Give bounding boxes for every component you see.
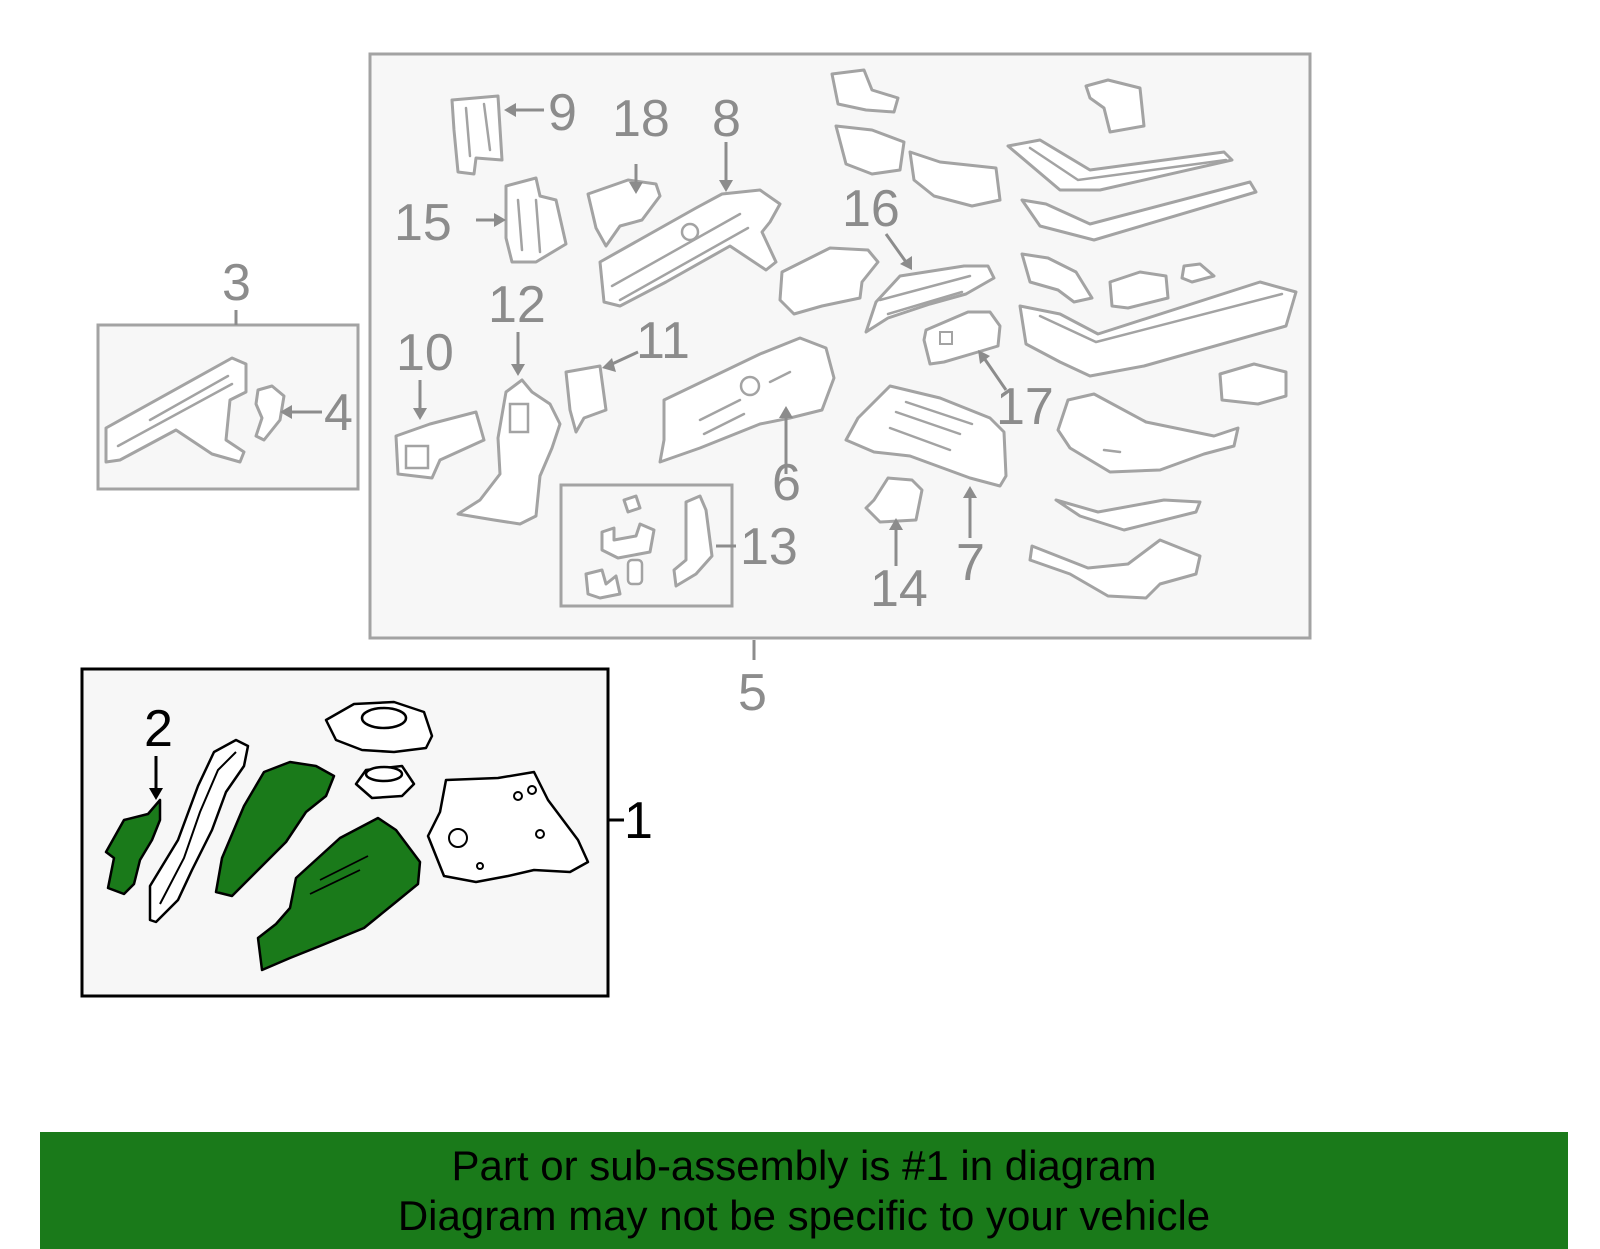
banner-line-2: Diagram may not be specific to your vehi…	[397, 1191, 1211, 1239]
callout-13: 13	[740, 518, 798, 576]
leader-lines-black	[149, 756, 624, 822]
part-6-shape[interactable]	[658, 336, 836, 464]
banner-line-1: Part or sub-assembly is #1 in diagram	[451, 1141, 1157, 1189]
callout-14: 14	[870, 560, 928, 618]
part-1-inner-rail-shape[interactable]	[148, 738, 250, 924]
part-13-shapes[interactable]	[584, 494, 714, 600]
callout-2: 2	[144, 700, 173, 758]
callout-12: 12	[488, 276, 546, 334]
part-10-shape[interactable]	[394, 410, 486, 480]
part-right-rails[interactable]	[1006, 78, 1298, 600]
callout-18: 18	[612, 90, 670, 148]
callout-16: 16	[842, 180, 900, 238]
part-center-bracket-shape[interactable]	[778, 246, 880, 316]
callout-5: 5	[738, 664, 767, 722]
part-1-shock-tower-top-shape[interactable]	[324, 700, 434, 754]
leader-lines-gray	[234, 103, 1008, 660]
part-9-shape[interactable]	[450, 94, 504, 176]
part-1-apron-white-shape[interactable]	[426, 770, 590, 884]
part-7-shape[interactable]	[844, 384, 1008, 488]
callout-11: 11	[636, 312, 690, 370]
part-1-wheelhouse-shape[interactable]	[214, 760, 336, 898]
callout-17: 17	[996, 378, 1054, 436]
callout-4: 4	[324, 384, 353, 442]
part-16-shape[interactable]	[864, 264, 996, 334]
part-2-shape[interactable]	[104, 798, 162, 896]
callout-7: 7	[956, 534, 985, 592]
part-12-shape[interactable]	[456, 378, 562, 526]
callout-10: 10	[396, 324, 454, 382]
info-banner: Part or sub-assembly is #1 in diagram Di…	[40, 1132, 1568, 1249]
part-4-shape[interactable]	[254, 384, 286, 442]
callout-6: 6	[772, 454, 801, 512]
part-8-shape[interactable]	[598, 188, 782, 308]
callout-15: 15	[394, 194, 452, 252]
part-1-shock-mount-shape[interactable]	[354, 764, 416, 800]
part-11-shape[interactable]	[564, 364, 608, 434]
callout-8: 8	[712, 90, 741, 148]
callout-9: 9	[548, 84, 577, 142]
part-17-shape[interactable]	[922, 310, 1002, 366]
part-1-apron-green-shape[interactable]	[256, 816, 422, 972]
part-3-shape[interactable]	[104, 356, 248, 464]
part-15-shape[interactable]	[504, 176, 568, 264]
callout-3: 3	[222, 254, 251, 312]
part-top-small-brackets[interactable]	[830, 68, 1002, 208]
callout-1: 1	[624, 792, 653, 850]
part-14-shape[interactable]	[864, 476, 924, 524]
